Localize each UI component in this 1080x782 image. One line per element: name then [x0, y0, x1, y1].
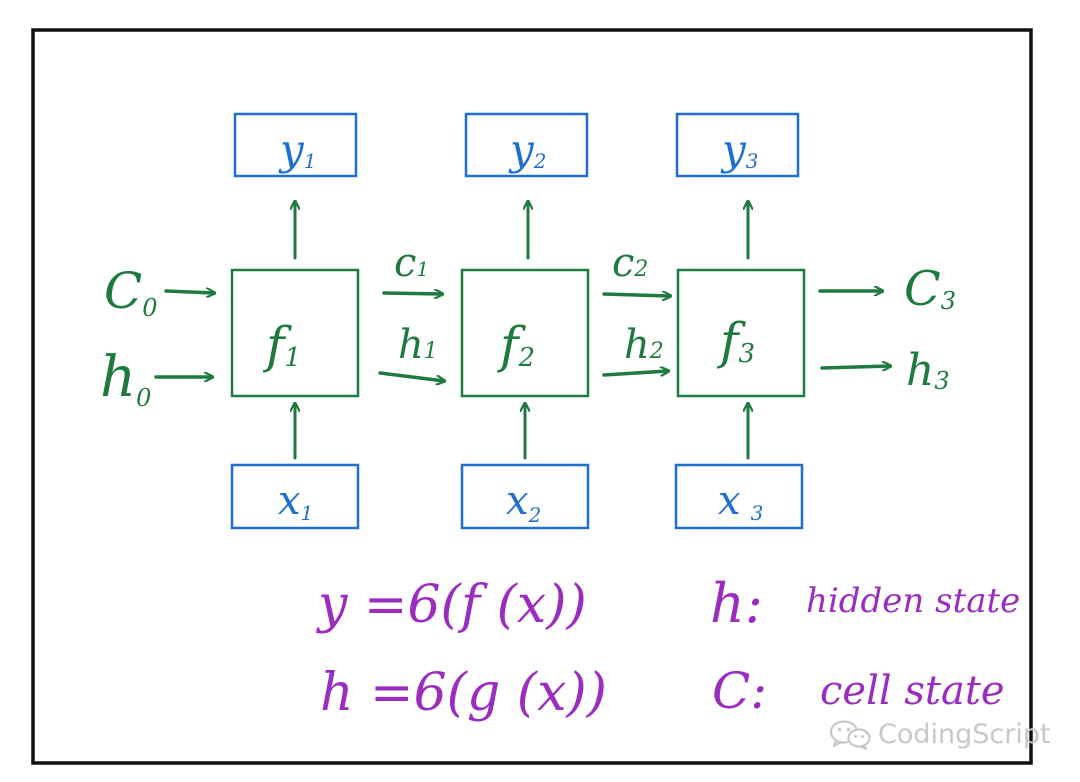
- state-h3-sub: 3: [934, 367, 949, 395]
- state-c1-letter: c: [394, 240, 416, 286]
- legend: h: hidden state C: cell state: [710, 572, 1020, 720]
- input-box-1: [230, 463, 360, 530]
- state-h2: h2: [624, 322, 664, 368]
- state-c0: C0: [104, 262, 158, 322]
- state-h0-sub: 0: [136, 384, 151, 412]
- arrow-h3-out: [820, 366, 890, 368]
- output-label-1: y1: [278, 125, 316, 174]
- input-label-2: x2: [506, 478, 541, 527]
- output-box-1: [233, 112, 358, 178]
- output-letter-1: y: [278, 125, 305, 174]
- state-h3-letter: h: [906, 345, 934, 396]
- state-labels: C0 h0 c1 h1 c2 h2 C3 h3: [100, 240, 956, 412]
- state-c3-letter: C: [904, 261, 941, 317]
- cell-label-2: f2: [496, 316, 535, 374]
- state-h3: h3: [906, 345, 950, 396]
- arrow-h1: [378, 371, 444, 381]
- vertical-arrows: [295, 202, 748, 460]
- state-c1: c1: [394, 240, 429, 286]
- state-c2: c2: [612, 240, 648, 286]
- state-c2-sub: 2: [633, 257, 648, 282]
- arrow-c0-in: [164, 291, 214, 293]
- cell-label-3: f3: [716, 312, 755, 370]
- cell-box-1: [230, 268, 360, 398]
- cell-box-2: [460, 268, 590, 398]
- input-label-1: x1: [278, 478, 313, 525]
- output-box-3: [675, 112, 800, 178]
- output-letter-2: y: [508, 125, 535, 174]
- cell-sub-1: 1: [285, 343, 302, 373]
- watermark: CodingScript: [828, 716, 1051, 752]
- watermark-text: CodingScript: [878, 718, 1051, 750]
- legend-h-desc: hidden state: [806, 581, 1020, 621]
- state-h0: h0: [100, 345, 151, 412]
- arrow-c1: [382, 293, 442, 294]
- output-sub-3: 3: [746, 149, 759, 173]
- output-label-2: y2: [508, 125, 546, 174]
- arrow-h2: [602, 371, 668, 377]
- legend-c-desc: cell state: [820, 668, 1005, 714]
- cell-boxes: f1 f2 f3: [230, 268, 806, 398]
- legend-c-symbol: C:: [712, 662, 767, 720]
- state-h2-letter: h: [624, 322, 650, 368]
- output-box-2: [464, 112, 589, 178]
- legend-h-symbol: h:: [710, 572, 763, 635]
- state-c3-sub: 3: [941, 287, 956, 315]
- formulas: y =6(f (x)) h =6(g (x)): [316, 575, 607, 723]
- formula-h: h =6(g (x)): [320, 663, 607, 723]
- input-box-3: [674, 463, 804, 530]
- state-h1: h1: [398, 322, 438, 368]
- state-h0-letter: h: [100, 345, 136, 410]
- cell-sub-3: 3: [739, 339, 756, 369]
- state-h1-letter: h: [398, 322, 424, 368]
- output-letter-3: y: [720, 125, 747, 174]
- cell-sub-2: 2: [518, 343, 536, 373]
- state-c1-sub: 1: [416, 257, 429, 281]
- arrow-c2: [602, 294, 670, 296]
- wechat-icon: [829, 720, 871, 750]
- state-h1-sub: 1: [424, 339, 438, 364]
- input-letter-3: x: [718, 478, 741, 524]
- state-c3: C3: [904, 261, 956, 317]
- input-letter-2: x: [506, 478, 529, 524]
- state-c2-letter: c: [612, 240, 634, 286]
- diagram-frame: [31, 28, 1033, 765]
- output-sub-2: 2: [533, 149, 547, 173]
- output-boxes: y1 y2 y3: [233, 112, 800, 178]
- cell-label-1: f1: [262, 316, 301, 374]
- output-label-3: y3: [720, 125, 758, 174]
- state-c0-sub: 0: [142, 294, 157, 322]
- state-h2-sub: 2: [649, 339, 664, 364]
- cell-box-3: [676, 268, 806, 398]
- input-sub-3: 3: [751, 501, 764, 525]
- input-sub-1: 1: [301, 501, 314, 525]
- input-letter-1: x: [278, 478, 301, 524]
- input-box-2: [460, 463, 590, 530]
- state-c0-letter: C: [104, 262, 142, 320]
- output-sub-1: 1: [304, 149, 317, 173]
- input-sub-2: 2: [528, 503, 542, 527]
- formula-y: y =6(f (x)): [316, 575, 587, 635]
- horizontal-arrows: [154, 291, 890, 381]
